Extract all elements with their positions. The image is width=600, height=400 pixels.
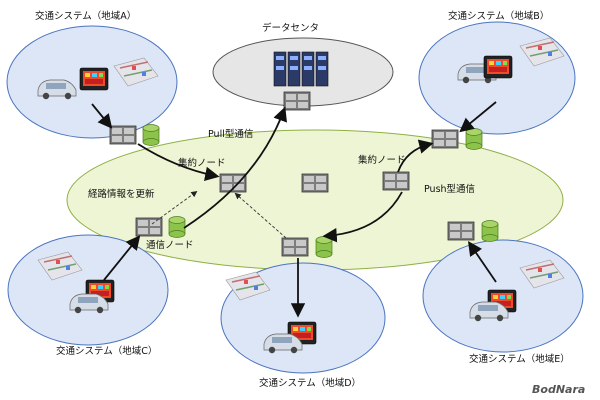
storage-cylinder-icon (168, 216, 186, 238)
region-e-label: 交通システム（地域E） (469, 354, 570, 365)
storage-cylinder-icon (142, 124, 160, 146)
pull-label: Pull型通信 (208, 129, 254, 140)
router-node-icon (301, 173, 329, 193)
datacenter-label: データセンタ (262, 23, 320, 34)
comm-node-icon (135, 217, 163, 237)
watermark: BodNara (532, 383, 586, 396)
router-node-icon (281, 237, 309, 257)
push-label: Push型通信 (424, 184, 476, 195)
car-icon (69, 293, 109, 314)
server-rack-icon (273, 51, 329, 87)
monitor-icon (483, 55, 513, 79)
car-icon (263, 333, 303, 354)
arrow-node-to-agg (137, 143, 220, 181)
region-d-label: 交通システム（地域D） (259, 378, 362, 389)
region-b-label: 交通システム（地域B） (448, 11, 550, 22)
region-c-label: 交通システム（地域C） (56, 346, 158, 357)
router-node-icon (431, 129, 459, 149)
route-update-label: 経路情報を更新 (88, 189, 155, 200)
pull-arrow (183, 106, 287, 229)
arrow-e-up (467, 241, 497, 283)
router-node-icon (447, 221, 475, 241)
arrow-a-to-node (91, 103, 113, 129)
route-update-arrow-2 (234, 192, 287, 239)
arrow-c-up (103, 235, 141, 281)
car-icon (37, 79, 77, 100)
agg-node-left-label: 集約ノード (178, 158, 226, 169)
push-arrow (322, 191, 403, 243)
arrow-b-down (459, 101, 497, 133)
region-a-label: 交通システム（地域A） (35, 11, 137, 22)
car-icon (469, 301, 509, 322)
comm-node-label: 通信ノード (146, 240, 194, 251)
router-node-icon (109, 125, 137, 145)
datacenter-router-icon (283, 91, 311, 111)
arrow-agg-to-node-right (397, 139, 434, 173)
storage-cylinder-icon (481, 220, 499, 242)
storage-cylinder-icon (465, 128, 483, 150)
aggregation-node-right-icon (382, 171, 410, 191)
storage-cylinder-icon (315, 236, 333, 258)
agg-node-right-label: 集約ノード (358, 155, 406, 166)
monitor-icon (79, 67, 109, 91)
route-update-arrow (151, 190, 198, 225)
